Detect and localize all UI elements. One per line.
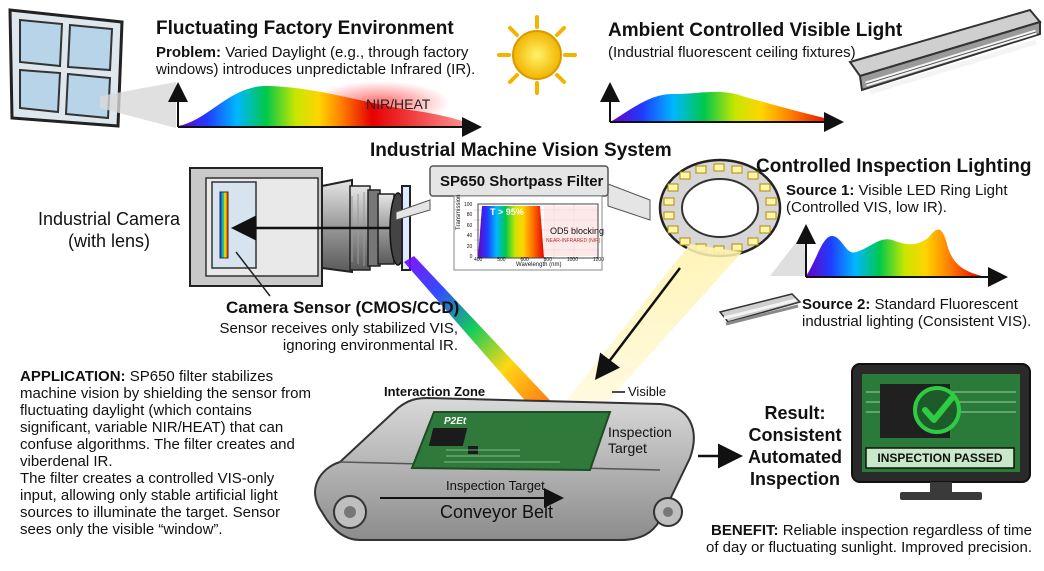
filter-tick-y: 0	[469, 253, 473, 260]
filter-block-label: OD5 blocking	[550, 226, 605, 236]
benefit-block: BENEFIT: Reliable inspection regardless …	[660, 522, 1032, 556]
controlled-title: Ambient Controlled Visible Light	[608, 20, 903, 41]
ring-light-cone	[548, 244, 742, 430]
result-block: Result: Consistent Automated Inspection	[740, 402, 850, 490]
inspection-target-right-2: Target	[608, 440, 647, 456]
result-line1: Result:	[764, 403, 826, 423]
result-line3: Automated	[748, 447, 842, 467]
filter-xlabel: Wavelength (nm)	[516, 262, 562, 268]
pcb-inspection-target	[410, 411, 612, 472]
source1-sub: (Controlled VIS, low IR).	[786, 199, 947, 216]
fluorescent-fixture-icon	[848, 8, 1042, 95]
source1-text: Source 1: Visible LED Ring Light (Contro…	[786, 182, 1042, 216]
visible-label: Visible	[628, 384, 667, 399]
source1-label: Source 1:	[786, 182, 855, 199]
filter-tick-y: 20	[466, 243, 473, 250]
nir-heat-label: NIR/HEAT	[366, 96, 431, 112]
camera-label: Industrial Camera (with lens)	[28, 208, 190, 252]
application-block: APPLICATION: SP650 filter stabilizes mac…	[20, 368, 312, 538]
application-text1: SP650 filter stabilizes machine vision b…	[20, 368, 311, 470]
camera-label-line2: (with lens)	[67, 231, 151, 251]
filter-tick-x: 400	[474, 257, 483, 263]
sensor-desc: Sensor receives only stabilized VIS, ign…	[190, 320, 458, 354]
factory-problem: Problem: Varied Daylight (e.g., through …	[156, 44, 496, 78]
benefit-text2: of day or fluctuating sunlight. Improved…	[705, 539, 1032, 556]
filter-tick-y: 80	[466, 212, 473, 219]
window-icon	[8, 8, 124, 128]
problem-text: Varied Daylight (e.g., through factory w…	[156, 44, 476, 78]
sensor-title: Camera Sensor (CMOS/CCD)	[226, 298, 460, 317]
inspection-target-right-1: Inspection	[608, 424, 672, 440]
filter-ylabel: Transmission	[456, 194, 462, 230]
ring-light-icon	[658, 158, 782, 258]
filter-tick-y: 60	[466, 222, 473, 229]
problem-label: Problem:	[156, 44, 222, 61]
application-label: APPLICATION:	[20, 368, 126, 385]
filter-transmission-chart	[474, 203, 599, 259]
factory-spectrum-chart	[168, 81, 482, 137]
benefit-text1: Reliable inspection regardless of time	[782, 522, 1032, 539]
filter-tick-x: 1200	[592, 257, 604, 263]
interaction-zone-label: Interaction Zone	[384, 384, 486, 399]
filter-tick-x: 600	[520, 257, 529, 263]
filter-block-sub: NEAR-INFRARED (NIR)	[546, 238, 601, 244]
filter-t-label: T > 95%	[490, 207, 524, 217]
ring-light-arrow	[594, 267, 681, 380]
result-line4: Inspection	[749, 469, 840, 489]
inspection-spectrum-chart	[770, 224, 1008, 287]
inspection-passed-badge: INSPECTION PASSED	[877, 451, 1003, 465]
source2-text: Source 2: Standard Fluorescent industria…	[802, 296, 1042, 330]
source2-desc: Standard Fluorescent	[874, 296, 1018, 313]
sun-icon	[497, 15, 577, 95]
lighting-title: Controlled Inspection Lighting	[756, 156, 1032, 177]
camera-label-line1: Industrial Camera	[37, 209, 181, 229]
fluorescent-source2-icon	[718, 293, 802, 326]
sensor-line2: ignoring environmental IR.	[282, 337, 458, 354]
inspection-target-label: Inspection Target	[446, 478, 545, 493]
factory-title: Fluctuating Factory Environment	[156, 18, 454, 39]
application-text2: The filter creates a controlled VIS-only…	[20, 470, 281, 538]
filter-tick-x: 500	[497, 257, 506, 263]
sp650-filter-glass	[401, 185, 411, 271]
chip-brand: P2Et	[444, 416, 467, 427]
controlled-subtitle: (Industrial fluorescent ceiling fixtures…	[608, 44, 856, 61]
source2-label: Source 2:	[802, 296, 871, 313]
filter-callout-tail-right	[607, 183, 651, 221]
source2-sub: industrial lighting (Consistent VIS).	[802, 313, 1032, 330]
benefit-label: BENEFIT:	[711, 522, 779, 539]
filter-y-ticks: 100 80 60 40 20 0	[464, 202, 472, 260]
filter-tick-y: 40	[466, 233, 473, 240]
inspection-target-right: Inspection Target	[608, 424, 672, 456]
filter-x-ticks: 400 500 600 800 1000 1200	[474, 257, 604, 263]
result-line2: Consistent	[748, 425, 842, 445]
check-icon	[922, 395, 955, 423]
conveyor-label: Conveyor Belt	[440, 502, 554, 522]
source1-desc: Visible LED Ring Light	[858, 182, 1008, 199]
filter-tick-y: 100	[464, 202, 473, 208]
daylight-beam	[100, 82, 176, 128]
industrial-camera	[189, 167, 411, 287]
system-title: Industrial Machine Vision System	[370, 140, 672, 161]
controlled-spectrum-chart	[600, 82, 844, 132]
visible-light-beam	[404, 256, 578, 436]
sensor-pointer-line	[235, 251, 271, 297]
sensor-line1: Sensor receives only stabilized VIS,	[219, 320, 458, 337]
filter-callout-tail-left	[395, 199, 431, 221]
filter-tick-x: 800	[543, 257, 552, 263]
filter-tick-x: 1000	[566, 257, 578, 263]
monitor-icon	[851, 363, 1031, 500]
filter-title: SP650 Shortpass Filter	[440, 173, 604, 190]
